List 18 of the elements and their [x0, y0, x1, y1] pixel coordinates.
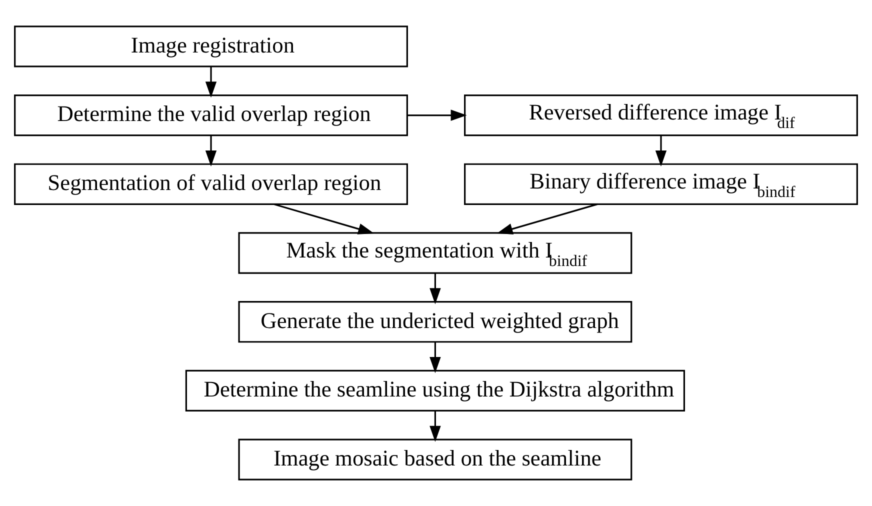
node-box: Binary difference image I$_{bindif}$ — [464, 163, 858, 205]
arrow — [655, 136, 667, 166]
node-box: Reversed difference image I$_{dif}$ — [464, 94, 858, 136]
arrow — [407, 110, 467, 121]
arrow — [430, 410, 441, 442]
arrow — [430, 273, 441, 304]
arrow — [496, 203, 598, 234]
node-box: Segmentation of valid overlap region — [14, 163, 408, 205]
node-box: Image mosaic based on the seamline — [238, 438, 632, 480]
arrow — [205, 136, 217, 166]
node-box: Determine the seamline using the Dijkstra algorithm — [185, 370, 686, 412]
arrow — [205, 66, 217, 98]
arrow — [430, 342, 441, 374]
node-box: Determine the valid overlap region — [14, 94, 408, 136]
node-box: Image registration — [14, 26, 408, 68]
arrow — [274, 203, 374, 234]
node-box: Mask the segmentation with I$_{bindif}$ — [238, 232, 632, 274]
node-box: Generate the undericted weighted graph — [238, 301, 632, 343]
